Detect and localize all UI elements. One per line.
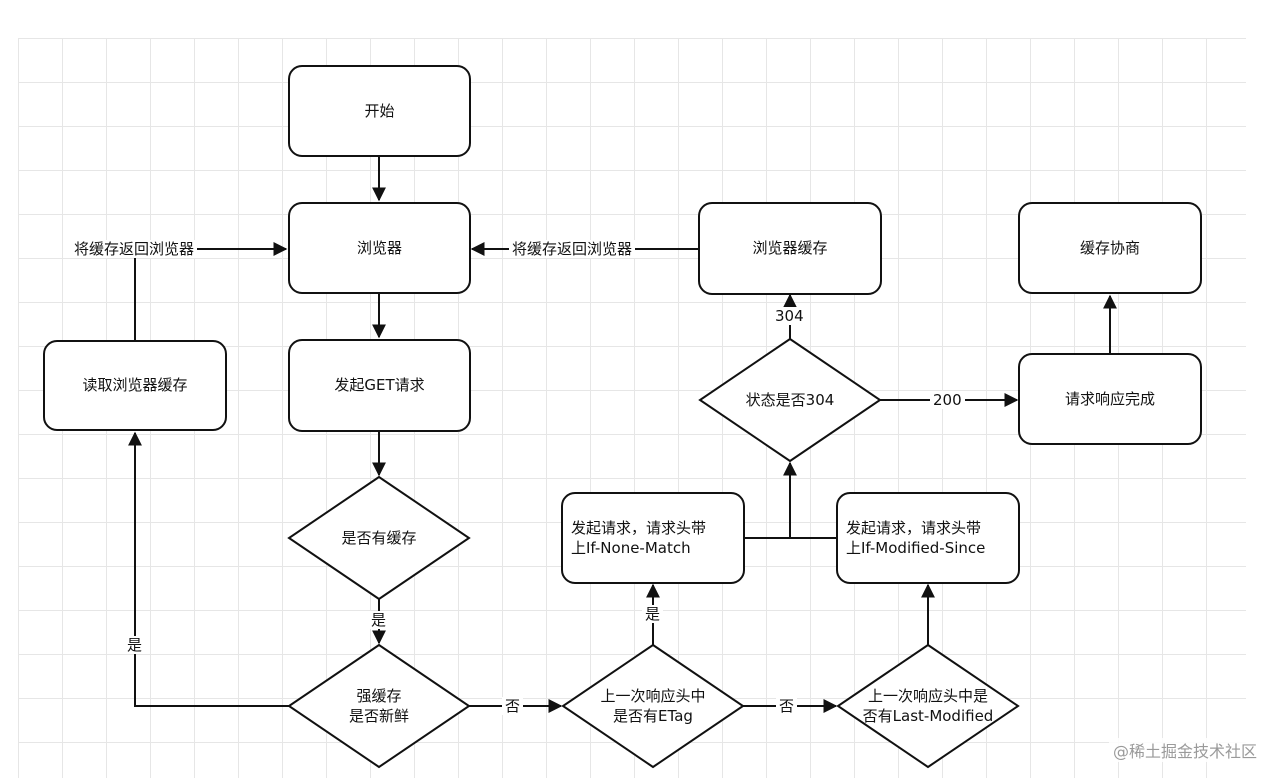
node-get-request: 发起GET请求: [288, 339, 471, 432]
node-request-done-label: 请求响应完成: [1064, 389, 1155, 408]
node-browser: 浏览器: [288, 202, 471, 294]
node-get-request-label: 发起GET请求: [334, 376, 425, 395]
decision-status-304-label: 状态是否304: [745, 390, 835, 409]
edge-label-yes-has-cache: 是: [368, 611, 390, 629]
decision-last-modified-shape: [836, 643, 1020, 769]
node-browser-label: 浏览器: [356, 238, 402, 257]
edge-readcache-browser: [134, 242, 288, 340]
edge-fresh-readcache: [128, 431, 289, 707]
node-request-done: 请求响应完成: [1018, 353, 1202, 445]
node-start: 开始: [288, 65, 471, 157]
edge-label-yes-etag: 是: [642, 605, 664, 623]
decision-etag-label: 上一次响应头中 是否有ETag: [600, 686, 706, 725]
node-send-modified: 发起请求，请求头带 上If-Modified-Since: [836, 492, 1020, 584]
node-start-label: 开始: [364, 101, 395, 120]
edge-label-no-fresh: 否: [502, 697, 524, 715]
node-negotiation-label: 缓存协商: [1079, 238, 1140, 257]
node-read-cache-label: 读取浏览器缓存: [82, 376, 188, 395]
edge-label-return-right: 将缓存返回浏览器: [509, 240, 636, 258]
node-send-modified-label: 发起请求，请求头带 上If-Modified-Since: [846, 518, 986, 557]
edge-label-304: 304: [772, 307, 807, 325]
node-send-etag-label: 发起请求，请求头带 上If-None-Match: [571, 518, 707, 557]
node-read-cache: 读取浏览器缓存: [43, 340, 227, 431]
edge-label-200: 200: [930, 391, 965, 409]
decision-status-304-shape: [698, 337, 882, 463]
decision-fresh-shape: [287, 643, 471, 769]
edge-label-no-etag: 否: [776, 697, 798, 715]
node-negotiation: 缓存协商: [1018, 202, 1202, 294]
node-browser-cache: 浏览器缓存: [698, 202, 882, 295]
edge-label-return-left: 将缓存返回浏览器: [71, 240, 198, 258]
watermark-text: @稀土掘金技术社区: [1108, 738, 1261, 762]
edge-label-yes-fresh: 是: [124, 636, 146, 654]
node-browser-cache-label: 浏览器缓存: [752, 239, 828, 258]
decision-last-modified-label: 上一次响应头中是 否有Last-Modified: [862, 686, 994, 725]
decision-fresh-label: 强缓存 是否新鲜: [348, 686, 409, 725]
decision-has-cache-label: 是否有缓存: [341, 528, 417, 547]
node-send-etag: 发起请求，请求头带 上If-None-Match: [561, 492, 745, 584]
decision-etag-shape: [561, 643, 745, 769]
